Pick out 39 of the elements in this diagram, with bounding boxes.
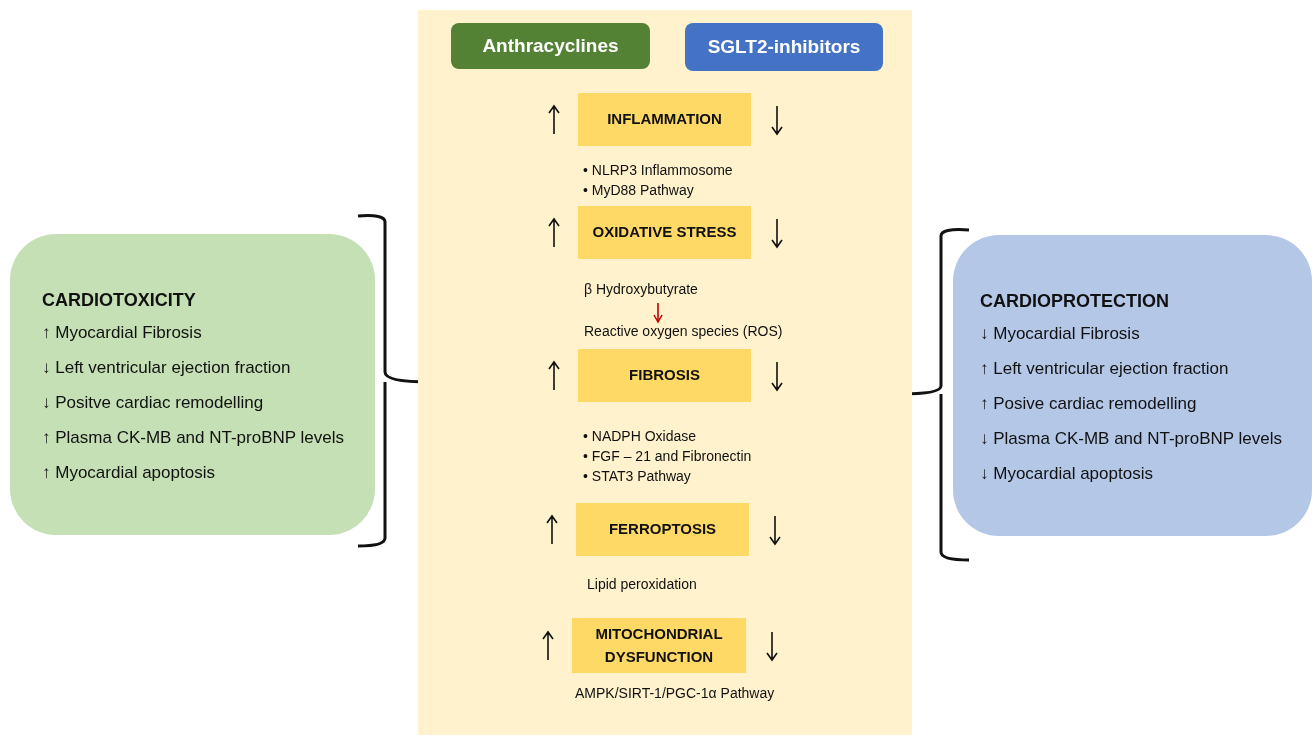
box-label: SGLT2-inhibitors bbox=[707, 36, 861, 58]
bullet-item: • NADPH Oxidase bbox=[583, 427, 698, 446]
effect-item: ↑ Left ventricular ejection fraction bbox=[980, 359, 1230, 380]
outcome-card bbox=[10, 234, 375, 535]
box-label: OXIDATIVE STRESS bbox=[592, 222, 737, 243]
box-label: Anthracyclines bbox=[482, 35, 619, 57]
card-heading: CARDIOTOXICITY bbox=[42, 290, 197, 311]
box-label: FIBROSIS bbox=[629, 365, 700, 386]
effect-item: ↑ Myocardial Fibrosis bbox=[42, 323, 203, 344]
bullet-item: • NLRP3 Inflammosome bbox=[583, 161, 733, 180]
bullet-item: • FGF – 21 and Fibronectin bbox=[583, 447, 752, 466]
box-label: INFLAMMATION bbox=[607, 109, 722, 130]
effect-item: ↑ Posive cardiac remodelling bbox=[980, 394, 1198, 415]
outcome-card bbox=[953, 235, 1312, 536]
bullet-item: • MyD88 Pathway bbox=[583, 181, 695, 200]
card-heading: CARDIOPROTECTION bbox=[980, 291, 1170, 312]
pathway-text: β Hydroxybutyrate bbox=[584, 281, 734, 302]
panel-background bbox=[418, 10, 912, 735]
bullet-item: • STAT3 Pathway bbox=[583, 467, 692, 486]
drug-label-box bbox=[451, 23, 650, 69]
drug-label-box bbox=[685, 23, 883, 71]
effect-item: ↓ Left ventricular ejection fraction bbox=[42, 358, 292, 379]
effect-item: ↓ Positve cardiac remodelling bbox=[42, 393, 265, 414]
effect-item: ↓ Plasma CK-MB and NT-proBNP levels bbox=[980, 429, 1283, 450]
effect-item: ↓ Myocardial Fibrosis bbox=[980, 324, 1141, 345]
effect-item: ↓ Myocardial apoptosis bbox=[980, 464, 1154, 485]
box-label: MITOCHONDRIAL DYSFUNCTION bbox=[594, 624, 724, 667]
effect-box bbox=[576, 503, 749, 556]
effect-box bbox=[578, 206, 751, 259]
arrow bbox=[653, 302, 663, 323]
effect-box bbox=[578, 349, 751, 402]
effect-item: ↑ Myocardial apoptosis bbox=[42, 463, 216, 484]
effect-item: ↑ Plasma CK-MB and NT-proBNP levels bbox=[42, 428, 345, 449]
box-label: FERROPTOSIS bbox=[608, 519, 717, 540]
effect-box bbox=[578, 93, 751, 146]
pathway-text: Lipid peroxidation bbox=[587, 576, 697, 592]
effect-box bbox=[572, 618, 746, 673]
pathway-text: Reactive oxygen species (ROS) bbox=[584, 323, 814, 344]
pathway-text: AMPK/SIRT-1/PGC-1α Pathway bbox=[575, 685, 775, 701]
